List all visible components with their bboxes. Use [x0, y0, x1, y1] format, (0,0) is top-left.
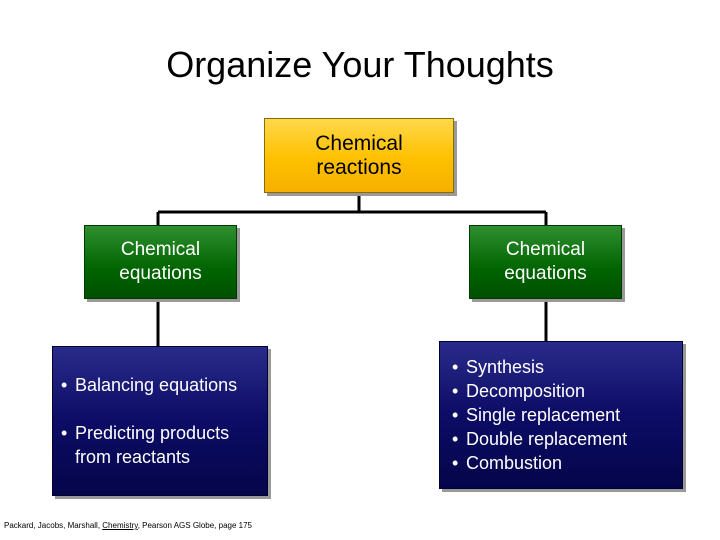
- branch-node-left: Chemical equations: [84, 225, 237, 299]
- list-item-text: Combustion: [466, 453, 563, 473]
- list-item-text: Synthesis: [466, 357, 545, 377]
- bullet-glyph: •: [452, 357, 459, 377]
- list-item: • Combustion: [452, 451, 627, 475]
- bullet-glyph: •: [452, 429, 459, 449]
- list-item: • Single replacement: [452, 403, 627, 427]
- citation-publisher: , Pearson AGS Globe, page 175: [137, 521, 252, 530]
- branch-right-line1: Chemical: [505, 239, 586, 260]
- list-item: • Synthesis: [452, 355, 627, 379]
- branch-node-right: Chemical equations: [469, 225, 622, 299]
- bullet-glyph: •: [61, 375, 68, 395]
- leaf-node-left: • Balancing equations • Predicting product…: [52, 346, 268, 496]
- root-node-chemical-reactions: Chemical reactions: [264, 118, 454, 193]
- bullet-glyph: •: [61, 423, 68, 443]
- leaf-left-list: • Balancing equations • Predicting product…: [61, 373, 237, 469]
- list-item-text: Single replacement: [466, 405, 621, 425]
- list-item: • Predicting products from reactants: [61, 421, 237, 469]
- citation-authors: Packard, Jacobs, Marshall,: [4, 521, 103, 530]
- list-item: • Double replacement: [452, 427, 627, 451]
- branch-left-line2: equations: [119, 263, 202, 284]
- citation-book-title: Chemistry: [102, 521, 138, 530]
- leaf-right-list: • Synthesis • Decomposition • Single replac…: [452, 355, 627, 475]
- branch-right-line2: equations: [504, 263, 587, 284]
- source-citation: Packard, Jacobs, Marshall, Chemistry, Pe…: [4, 521, 252, 530]
- list-item-text: Decomposition: [466, 381, 586, 401]
- leaf-node-right: • Synthesis • Decomposition • Single replac…: [439, 341, 683, 489]
- bullet-glyph: •: [452, 405, 459, 425]
- list-item: • Decomposition: [452, 379, 627, 403]
- root-node-line1: Chemical: [315, 131, 403, 155]
- bullet-glyph: •: [452, 453, 459, 473]
- branch-left-line1: Chemical: [120, 239, 201, 260]
- root-node-line2: reactions: [316, 155, 402, 179]
- list-item-text: Balancing equations: [75, 375, 238, 395]
- bullet-glyph: •: [452, 381, 459, 401]
- page-title: Organize Your Thoughts: [166, 44, 554, 85]
- list-item: • Balancing equations: [61, 373, 237, 397]
- list-item-continuation: from reactants: [75, 447, 191, 467]
- list-item-text: Double replacement: [466, 429, 628, 449]
- list-item-text: Predicting products: [75, 423, 230, 443]
